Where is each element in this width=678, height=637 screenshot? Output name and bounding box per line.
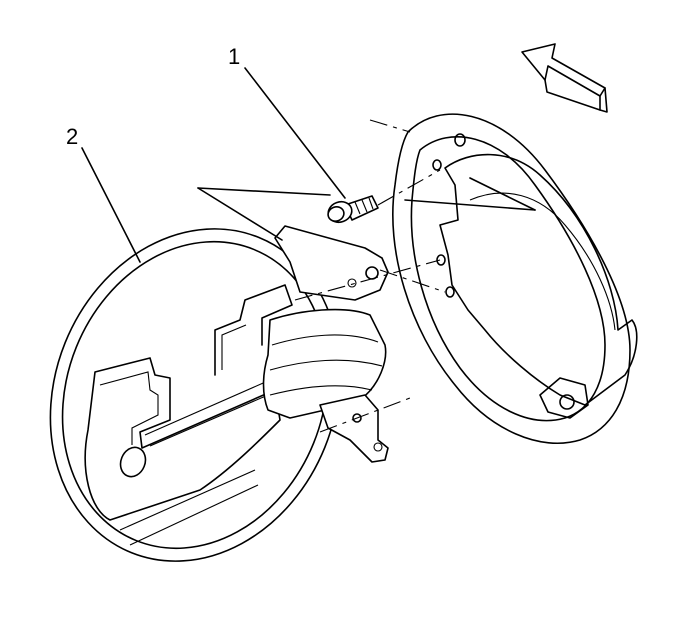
fuel-door (49, 228, 341, 562)
hinge-lower-hole (352, 413, 362, 423)
fuel-door-housing (392, 113, 638, 444)
callout-2: 2 (66, 124, 78, 149)
hinge (262, 225, 389, 463)
leader-lines (81, 67, 536, 263)
callout-1: 1 (228, 44, 240, 69)
view-direction-arrow-icon (521, 43, 608, 113)
housing-upper-hole (454, 133, 466, 147)
alignment-lines (294, 119, 446, 433)
housing-lower-hole (559, 394, 575, 410)
bolt (327, 195, 379, 224)
